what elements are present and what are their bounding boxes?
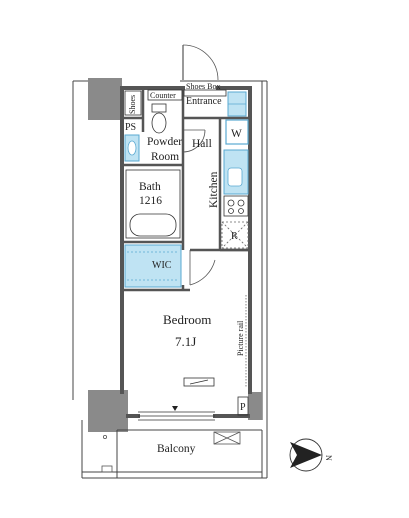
entrance-door	[182, 44, 219, 81]
counter	[147, 89, 183, 101]
label-powder-line2: Room	[151, 151, 179, 163]
label-pipe-space: P	[240, 402, 246, 413]
pipe-space-box	[237, 396, 249, 416]
label-washer: W	[231, 128, 242, 140]
shoes-side-cabinet	[124, 90, 142, 116]
drain-icon	[103, 434, 108, 439]
column-top-left	[88, 78, 122, 120]
label-entrance: Entrance	[186, 96, 222, 107]
balcony-outline	[81, 420, 267, 479]
wic-storage	[124, 244, 182, 288]
bathtub-icon	[125, 169, 181, 239]
label-bedroom-size: 7.1J	[175, 334, 196, 349]
label-bedroom: Bedroom	[163, 312, 211, 327]
label-hall: Hall	[192, 138, 212, 150]
column-bottom-left	[88, 390, 128, 432]
drain-grate	[101, 465, 113, 473]
partitions	[122, 88, 250, 292]
label-ps: PS	[125, 122, 136, 133]
label-kitchen: Kitchen	[208, 171, 220, 208]
frame-lines	[72, 80, 268, 478]
label-bath-line2: 1216	[139, 195, 162, 207]
kitchen-sink-icon	[223, 149, 249, 195]
label-bath-line1: Bath	[139, 181, 161, 193]
window-marker	[172, 406, 178, 411]
air-conditioner-icon	[183, 377, 215, 387]
compass-icon: N	[289, 438, 333, 472]
balcony-unit-icon	[213, 431, 241, 445]
door-swings	[182, 129, 220, 286]
label-shoes-box: Shoes Box	[186, 82, 220, 91]
shoes-box	[183, 89, 227, 97]
stove-icon	[223, 195, 249, 217]
label-counter: Counter	[150, 91, 176, 100]
toilet-icon	[151, 103, 167, 134]
label-shoes-side: Shoes	[128, 95, 137, 114]
window-sash	[138, 411, 215, 421]
compass-north-label: N	[324, 455, 333, 461]
refrigerator-icon	[221, 221, 249, 249]
walls	[120, 86, 252, 418]
label-refrigerator: R	[231, 231, 238, 242]
label-powder-line1: Powder	[147, 136, 182, 148]
label-wic: WIC	[152, 260, 172, 271]
washer-icon	[225, 119, 249, 145]
washbasin-icon	[124, 134, 140, 162]
label-picture-rail: Picture rail	[236, 320, 245, 356]
label-balcony: Balcony	[157, 443, 196, 455]
column-bottom-right	[248, 392, 262, 420]
